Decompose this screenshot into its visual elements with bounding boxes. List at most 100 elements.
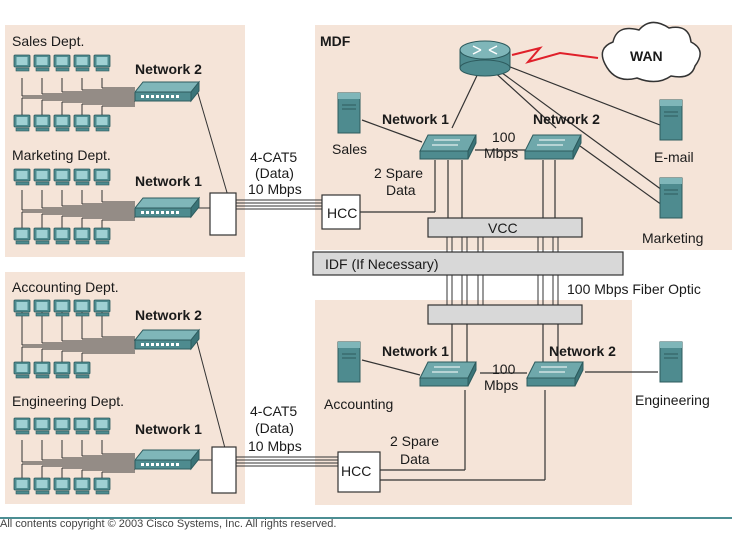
- hcc-upper: [321, 194, 361, 230]
- idf-panel-bar: [427, 304, 583, 325]
- accounting-server-label: Accounting: [324, 396, 393, 412]
- cat5-label-upper-3: 10 Mbps: [248, 181, 302, 197]
- idf-bar: [312, 251, 624, 276]
- server-icon: [337, 92, 361, 134]
- workstation-icon: [13, 299, 31, 317]
- mdf-network2-label: Network 2: [533, 111, 600, 127]
- email-server-label: E-mail: [654, 149, 694, 165]
- hcc-lower: [337, 451, 381, 493]
- cat5-label-upper-1: 4-CAT5: [250, 149, 297, 165]
- switch-icon: [526, 361, 584, 387]
- workstation-icon: [13, 477, 31, 495]
- cat5-label-lower-1: 4-CAT5: [250, 403, 297, 419]
- mdf-speed-label-2: Mbps: [484, 145, 518, 161]
- sales-network2-label: Network 2: [135, 61, 202, 77]
- idf-spare-label-1: 2 Spare: [390, 433, 439, 449]
- server-icon: [659, 177, 683, 219]
- workstation-icon: [93, 477, 111, 495]
- workstation-icon: [93, 54, 111, 72]
- workstation-icon: [33, 477, 51, 495]
- marketing-server-label: Marketing: [642, 230, 703, 246]
- marketing-dept-label: Marketing Dept.: [12, 147, 111, 163]
- wan-label: WAN: [630, 48, 663, 64]
- workstation-icon: [33, 361, 51, 379]
- workstation-icon: [73, 299, 91, 317]
- workstation-icon: [73, 114, 91, 132]
- engineering-network1-label: Network 1: [135, 421, 202, 437]
- server-icon: [659, 99, 683, 141]
- workstation-icon: [73, 54, 91, 72]
- cat5-label-upper-2: (Data): [255, 165, 294, 181]
- workstation-icon: [53, 417, 71, 435]
- footer-rule: [0, 517, 732, 519]
- workstation-icon: [53, 361, 71, 379]
- workstation-icon: [93, 168, 111, 186]
- wan-link: [511, 46, 599, 64]
- workstation-icon: [93, 299, 111, 317]
- patch-panel-upper: [209, 192, 237, 236]
- sales-server-label: Sales: [332, 141, 367, 157]
- workstation-icon: [73, 168, 91, 186]
- workstation-icon: [73, 227, 91, 245]
- workstation-icon: [53, 477, 71, 495]
- engineering-dept-label: Engineering Dept.: [12, 393, 124, 409]
- workstation-icon: [33, 54, 51, 72]
- workstation-icon: [13, 54, 31, 72]
- workstation-icon: [73, 417, 91, 435]
- mdf-network1-label: Network 1: [382, 111, 449, 127]
- workstation-icon: [53, 299, 71, 317]
- router-icon: [459, 40, 511, 77]
- cat5-label-lower-2: (Data): [255, 420, 294, 436]
- workstation-icon: [13, 417, 31, 435]
- hcc-upper-label: HCC: [327, 205, 357, 221]
- vcc-bar: [427, 217, 583, 238]
- workstation-icon: [53, 54, 71, 72]
- workstation-icon: [73, 361, 91, 379]
- switch-icon: [524, 134, 582, 160]
- accounting-dept-label: Accounting Dept.: [12, 279, 119, 295]
- idf-spare-label-2: Data: [400, 451, 430, 467]
- engineering-server-label: Engineering: [635, 392, 710, 408]
- server-icon: [659, 341, 683, 383]
- workstation-icon: [33, 227, 51, 245]
- marketing-network1-label: Network 1: [135, 173, 202, 189]
- workstation-icon: [13, 361, 31, 379]
- hub-icon: [134, 449, 200, 470]
- idf-speed-label-2: Mbps: [484, 377, 518, 393]
- mdf-label: MDF: [320, 33, 351, 49]
- idf-network2-label: Network 2: [549, 343, 616, 359]
- workstation-icon: [93, 227, 111, 245]
- cat5-label-lower-3: 10 Mbps: [248, 438, 302, 454]
- idf-label: IDF (If Necessary): [325, 256, 439, 272]
- vcc-label: VCC: [488, 220, 518, 236]
- workstation-icon: [93, 417, 111, 435]
- hub-icon: [134, 197, 200, 218]
- cloud-icon: [601, 21, 701, 83]
- mdf-spare-label-2: Data: [386, 182, 416, 198]
- switch-icon: [419, 134, 477, 160]
- workstation-icon: [13, 168, 31, 186]
- server-icon: [337, 341, 361, 383]
- workstation-icon: [33, 299, 51, 317]
- mdf-speed-label-1: 100: [492, 129, 516, 145]
- hcc-lower-label: HCC: [341, 463, 371, 479]
- hub-icon: [134, 81, 200, 102]
- workstation-icon: [33, 417, 51, 435]
- mdf-spare-label-1: 2 Spare: [374, 165, 423, 181]
- patch-panel-lower: [211, 446, 237, 494]
- workstation-icon: [73, 477, 91, 495]
- switch-icon: [419, 361, 477, 387]
- sales-dept-label: Sales Dept.: [12, 33, 84, 49]
- accounting-network2-label: Network 2: [135, 307, 202, 323]
- workstation-icon: [33, 114, 51, 132]
- idf-network1-label: Network 1: [382, 343, 449, 359]
- workstation-icon: [33, 168, 51, 186]
- workstation-icon: [13, 114, 31, 132]
- hub-icon: [134, 329, 200, 350]
- workstation-icon: [53, 227, 71, 245]
- copyright-text: All contents copyright © 2003 Cisco Syst…: [0, 518, 337, 530]
- workstation-icon: [53, 114, 71, 132]
- fiber-label: 100 Mbps Fiber Optic: [567, 281, 701, 297]
- workstation-icon: [93, 114, 111, 132]
